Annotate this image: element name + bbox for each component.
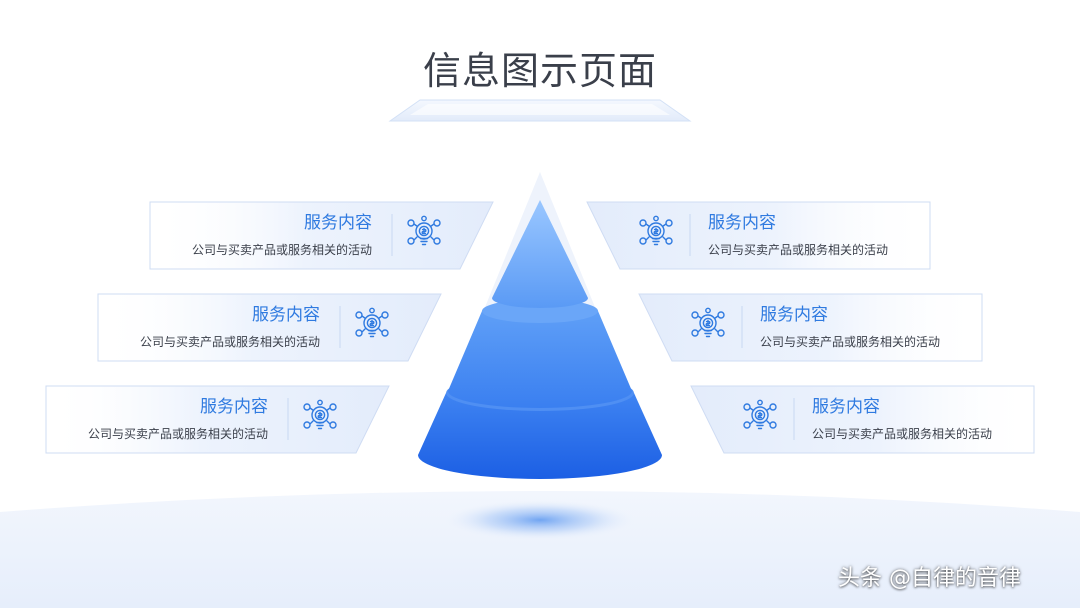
floor-surface (0, 491, 1080, 608)
card-title: 服务内容 (812, 397, 880, 417)
card-desc: 公司与买卖产品或服务相关的活动 (87, 427, 268, 441)
money-bulb-icon (404, 214, 444, 254)
card-left-1: 服务内容 公司与买卖产品或服务相关的活动 (132, 212, 372, 258)
money-bulb-icon (740, 398, 780, 438)
watermark-text: 头条 @自律的音律 (838, 566, 1021, 591)
pyramid-tier-2 (448, 299, 632, 408)
pyramid-shadow (445, 500, 635, 540)
card-bg-right-2 (638, 293, 983, 362)
card-title: 服务内容 (252, 305, 320, 325)
money-bulb-icon (636, 214, 676, 254)
page-title: 信息图示页面 (422, 49, 657, 93)
money-bulb-icon (352, 306, 392, 346)
card-right-3: 服务内容 公司与买卖产品或服务相关的活动 (812, 396, 1052, 442)
card-bg-left-2 (97, 293, 442, 362)
card-title: 服务内容 (760, 305, 828, 325)
card-desc: 公司与买卖产品或服务相关的活动 (760, 335, 941, 349)
card-bg-left-3 (45, 385, 390, 454)
card-bg-right-3 (690, 385, 1035, 454)
card-title: 服务内容 (304, 213, 372, 233)
card-bg-right-1 (586, 201, 931, 270)
card-right-2: 服务内容 公司与买卖产品或服务相关的活动 (760, 304, 1000, 350)
card-desc: 公司与买卖产品或服务相关的活动 (139, 335, 320, 349)
card-left-2: 服务内容 公司与买卖产品或服务相关的活动 (80, 304, 320, 350)
card-title: 服务内容 (708, 213, 776, 233)
money-bulb-icon (300, 398, 340, 438)
money-bulb-icon (688, 306, 728, 346)
title-plate-highlight (410, 104, 670, 115)
card-bg-left-1 (149, 201, 494, 270)
card-desc: 公司与买卖产品或服务相关的活动 (812, 427, 993, 441)
card-desc: 公司与买卖产品或服务相关的活动 (191, 243, 372, 257)
card-left-3: 服务内容 公司与买卖产品或服务相关的活动 (28, 396, 268, 442)
card-right-1: 服务内容 公司与买卖产品或服务相关的活动 (708, 212, 948, 258)
card-title: 服务内容 (200, 397, 268, 417)
pyramid-tier-1 (492, 200, 588, 308)
card-desc: 公司与买卖产品或服务相关的活动 (708, 243, 889, 257)
